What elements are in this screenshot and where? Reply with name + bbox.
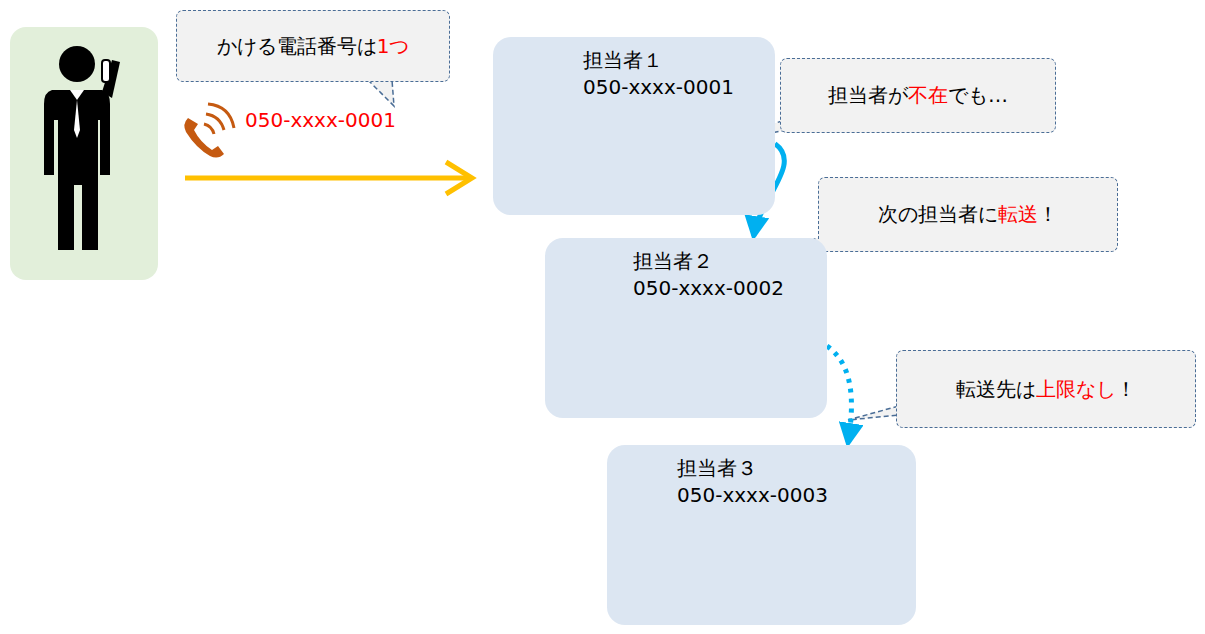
callout-text: 次の担当者に bbox=[878, 201, 998, 228]
callout-text: 転送先は bbox=[956, 376, 1036, 403]
staff-box: 担当者１050-xxxx-0001 bbox=[493, 37, 775, 215]
callout-text: 1つ bbox=[377, 33, 410, 60]
forward-arrow bbox=[827, 346, 851, 443]
staff-box: 担当者２050-xxxx-0002 bbox=[545, 238, 827, 418]
call-arrow bbox=[185, 162, 472, 194]
staff-name: 担当者１ bbox=[583, 47, 775, 74]
staff-name: 担当者３ bbox=[677, 455, 916, 482]
callout-text: かける電話番号は bbox=[217, 33, 377, 60]
speech-callout: かける電話番号は1つ bbox=[176, 10, 450, 82]
speech-callout: 次の担当者に転送！ bbox=[818, 177, 1118, 252]
caller-panel bbox=[10, 27, 158, 280]
speech-callout: 担当者が不在でも… bbox=[780, 58, 1056, 133]
phone-number-label: 050-xxxx-0001 bbox=[245, 108, 396, 132]
phone-handset bbox=[184, 104, 234, 158]
callout-text: 不在 bbox=[908, 82, 948, 109]
callout-text: 転送 bbox=[998, 201, 1038, 228]
phone-number: 050-xxxx-0003 bbox=[677, 482, 916, 509]
callout-text: ！ bbox=[1038, 201, 1058, 228]
callout-text: 上限なし bbox=[1036, 376, 1116, 403]
callout-text: ！ bbox=[1116, 376, 1136, 403]
callout-text: でも… bbox=[948, 82, 1008, 109]
staff-box: 担当者３050-xxxx-0003 bbox=[607, 445, 916, 625]
speech-callout: 転送先は上限なし！ bbox=[896, 350, 1196, 428]
phone-number: 050-xxxx-0001 bbox=[583, 74, 775, 101]
phone-number: 050-xxxx-0002 bbox=[633, 275, 827, 302]
callout-text: 担当者が bbox=[828, 82, 908, 109]
staff-name: 担当者２ bbox=[633, 248, 827, 275]
